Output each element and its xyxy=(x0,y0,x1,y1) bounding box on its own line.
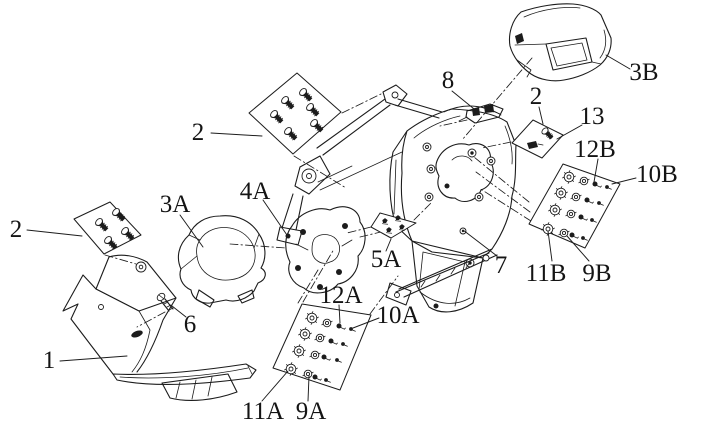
callout-12b: 12B xyxy=(574,136,616,163)
part-3a-headlight-pod xyxy=(177,215,266,308)
part-3b-cover-lid xyxy=(508,3,612,82)
callout-7: 7 xyxy=(495,252,508,279)
callout-13: 13 xyxy=(580,103,605,130)
callout-8: 8 xyxy=(442,67,455,94)
hardware-panel-b xyxy=(528,163,621,249)
callout-1: 1 xyxy=(43,347,56,374)
callout-11a: 11A xyxy=(242,398,284,424)
callouts: 2 2 2 1 6 3A 4A 5A 7 8 3B 13 12B 10B 11B… xyxy=(10,59,678,424)
callout-2-mid: 2 xyxy=(530,83,543,110)
callout-6: 6 xyxy=(184,311,197,338)
central-fascia-assembly xyxy=(389,105,517,259)
callout-11b: 11B xyxy=(526,260,567,287)
callout-10b: 10B xyxy=(636,161,678,188)
callout-9a: 9A xyxy=(296,398,327,424)
part-7-lower-shroud-rails xyxy=(385,240,498,313)
callout-2-left: 2 xyxy=(10,216,23,243)
callout-10a: 10A xyxy=(376,302,419,329)
leader-lines xyxy=(26,54,637,402)
hardware-panel-2-top xyxy=(248,72,342,155)
part-5a-clip-panel xyxy=(370,212,417,239)
support-frame-arms xyxy=(276,84,443,246)
callout-2-top: 2 xyxy=(192,119,205,146)
callout-9b: 9B xyxy=(582,260,611,287)
callout-3b: 3B xyxy=(629,59,658,86)
screw-6 xyxy=(156,292,174,312)
hardware-panel-2-left xyxy=(73,201,142,255)
hardware-panel-2-13 xyxy=(511,119,564,159)
callout-5a: 5A xyxy=(371,246,402,273)
callout-12a: 12A xyxy=(319,282,362,309)
hardware-panel-a xyxy=(272,303,372,391)
callout-4a: 4A xyxy=(240,178,271,205)
part-1-front-fairing-panel xyxy=(62,254,257,401)
callout-3a: 3A xyxy=(160,191,191,218)
